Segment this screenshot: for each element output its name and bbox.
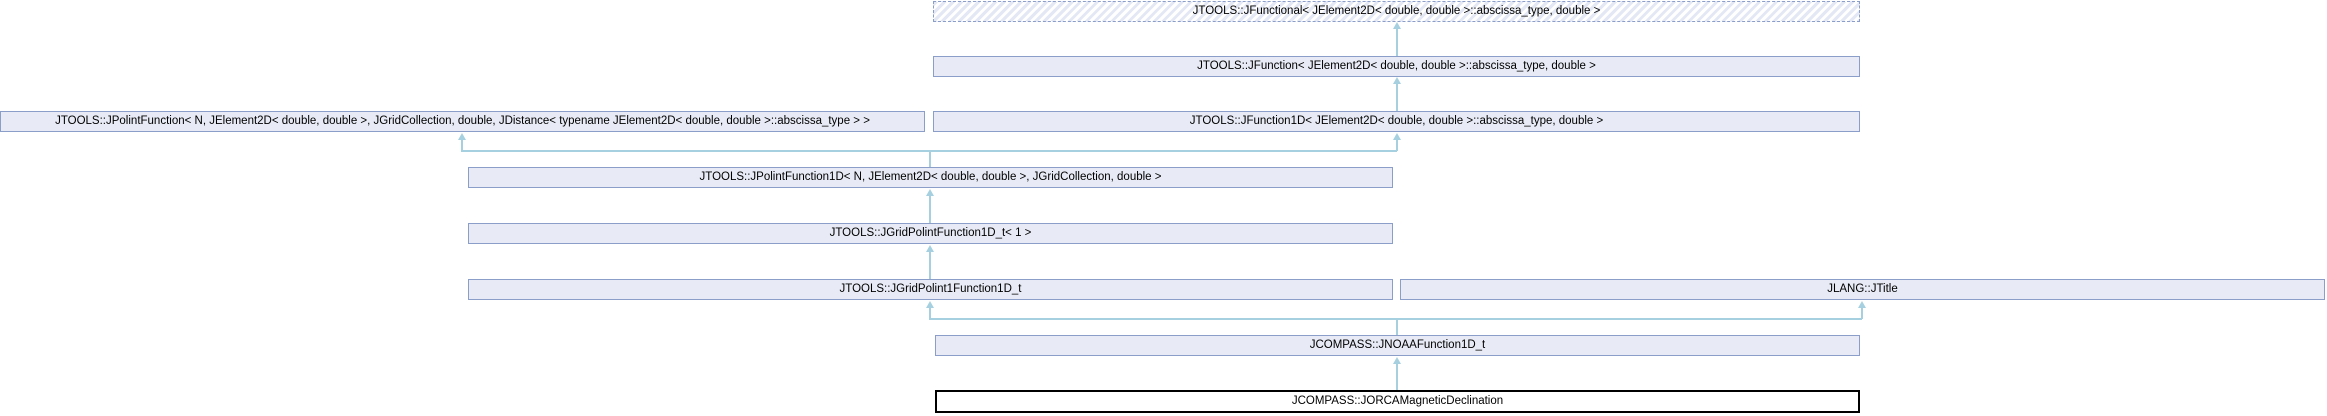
class-node-jpolintfunction1d[interactable]: JTOOLS::JPolintFunction1D< N, JElement2D… (468, 167, 1393, 188)
inheritance-edge (1396, 84, 1398, 111)
inheritance-edge (929, 308, 931, 319)
inheritance-arrowhead-icon (1393, 22, 1401, 29)
inheritance-arrowhead-icon (1858, 301, 1866, 308)
inheritance-edge (929, 318, 1862, 320)
class-node-jfunctional: JTOOLS::JFunctional< JElement2D< double,… (933, 1, 1860, 22)
inheritance-edge (461, 140, 463, 151)
class-node-jorcamagneticdeclination: JCOMPASS::JORCAMagneticDeclination (935, 390, 1860, 413)
inheritance-edge (1861, 308, 1863, 319)
inheritance-arrowhead-icon (926, 189, 934, 196)
class-node-jgridpolint1function1d-t[interactable]: JTOOLS::JGridPolint1Function1D_t (468, 279, 1393, 300)
inheritance-edge (1396, 29, 1398, 56)
inheritance-edge (929, 196, 931, 223)
inheritance-edge (929, 151, 931, 167)
class-node-jfunction[interactable]: JTOOLS::JFunction< JElement2D< double, d… (933, 56, 1860, 77)
inheritance-edge (1396, 364, 1398, 390)
inheritance-arrowhead-icon (1393, 133, 1401, 140)
class-node-jpolintfunction[interactable]: JTOOLS::JPolintFunction< N, JElement2D< … (0, 111, 925, 132)
class-node-jfunction1d[interactable]: JTOOLS::JFunction1D< JElement2D< double,… (933, 111, 1860, 132)
inheritance-arrowhead-icon (926, 301, 934, 308)
inheritance-arrowhead-icon (1393, 357, 1401, 364)
inheritance-edge (1396, 140, 1398, 151)
inheritance-edge (929, 252, 931, 279)
class-node-jnoaafunction1d-t[interactable]: JCOMPASS::JNOAAFunction1D_t (935, 335, 1860, 356)
inheritance-arrowhead-icon (1393, 77, 1401, 84)
inheritance-arrowhead-icon (926, 245, 934, 252)
inheritance-arrowhead-icon (458, 133, 466, 140)
class-node-jtitle[interactable]: JLANG::JTitle (1400, 279, 2325, 300)
inheritance-edge (1396, 319, 1398, 335)
class-node-jgridpolintfunction1d-t[interactable]: JTOOLS::JGridPolintFunction1D_t< 1 > (468, 223, 1393, 244)
inheritance-edge (461, 150, 1397, 152)
